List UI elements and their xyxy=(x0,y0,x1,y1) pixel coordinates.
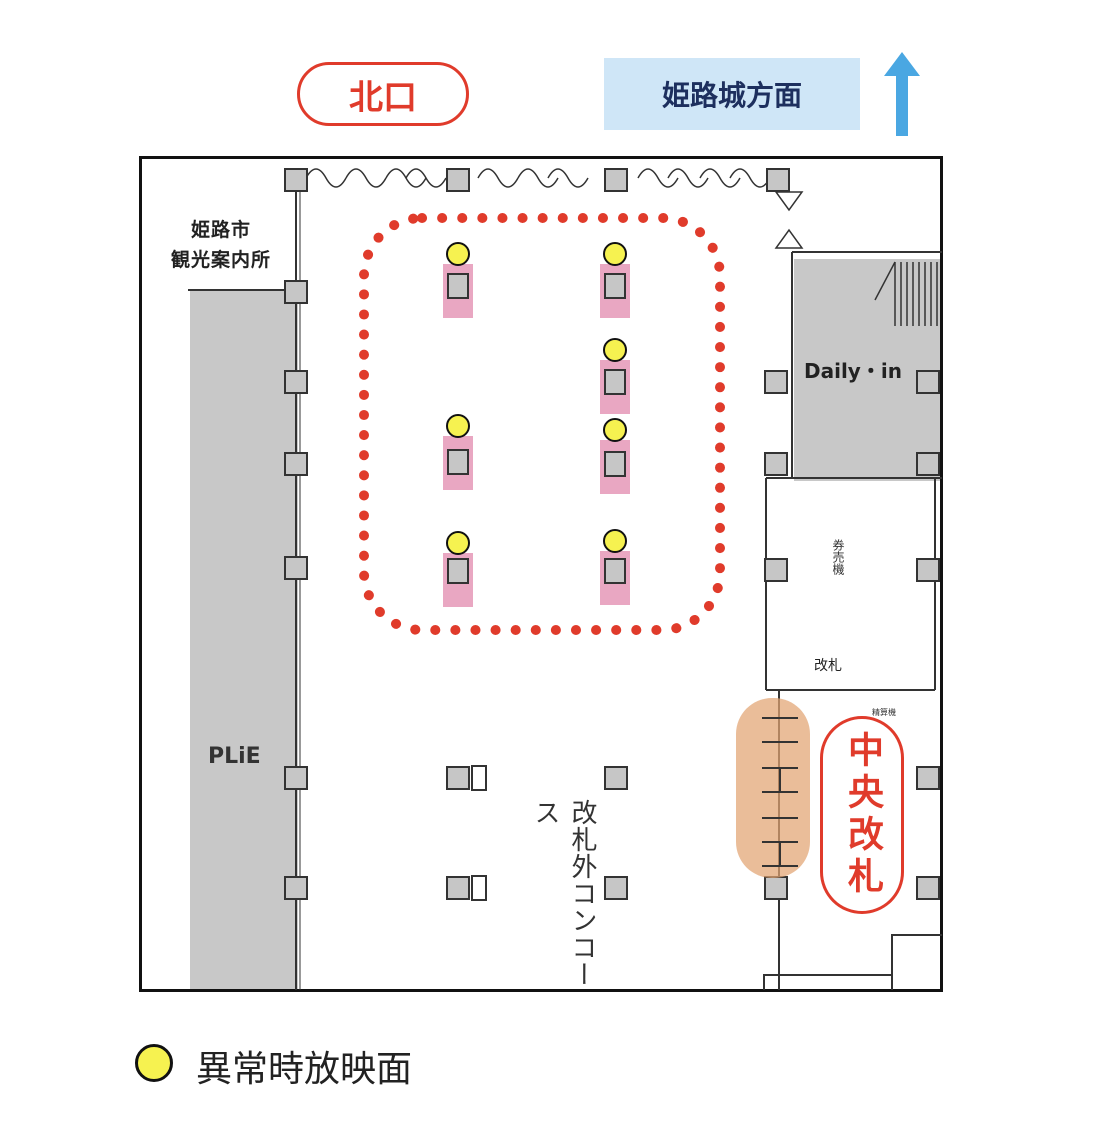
emergency-screen-dot xyxy=(603,418,627,442)
emergency-screen-zone xyxy=(359,213,725,635)
pillar xyxy=(284,766,308,790)
emergency-screen-dot xyxy=(603,338,627,362)
pillar xyxy=(916,452,940,476)
pillar xyxy=(284,168,308,192)
pillar xyxy=(284,452,308,476)
emergency-screen-dot xyxy=(446,242,470,266)
bottom-right-wall xyxy=(891,934,942,990)
pillar xyxy=(764,558,788,582)
stairs-icon xyxy=(874,261,938,326)
pillar xyxy=(446,876,470,900)
emergency-screen-dot xyxy=(446,531,470,555)
screen-marker xyxy=(600,529,630,605)
pillar xyxy=(916,766,940,790)
emergency-screen-dot xyxy=(446,414,470,438)
pillar xyxy=(284,876,308,900)
pillar xyxy=(764,370,788,394)
sign-box xyxy=(471,875,487,901)
daily-in-label: Daily・in xyxy=(804,359,902,383)
pillar xyxy=(916,558,940,582)
pillar xyxy=(284,556,308,580)
pillar xyxy=(284,370,308,394)
pillar xyxy=(766,168,790,192)
screen-marker xyxy=(443,414,473,490)
concourse-label: 改札外コンコース xyxy=(530,799,597,988)
plie-area xyxy=(190,173,298,989)
fare-adjust-label: 精算機 xyxy=(872,708,896,717)
entrance-doors xyxy=(305,168,804,249)
central-gate-area xyxy=(736,698,810,878)
central-gate-label: 中央改札 xyxy=(842,731,883,899)
tourist-office-line-2: 観光案内所 xyxy=(170,249,271,271)
bottom-right-wall-2 xyxy=(763,974,892,990)
floor-map: 姫路市 観光案内所 PLiE Daily・in 改札外コンコース 券売機 改札 … xyxy=(139,156,943,992)
tourist-office-label: 姫路市 観光案内所 xyxy=(156,215,286,275)
pillar xyxy=(604,766,628,790)
plie-label: PLiE xyxy=(208,744,261,769)
tourist-office-line-1: 姫路市 xyxy=(190,219,251,241)
central-gate-badge: 中央改札 xyxy=(820,716,904,914)
screen-marker xyxy=(443,531,473,607)
north-arrow-icon xyxy=(884,52,920,136)
pillar xyxy=(446,168,470,192)
ticket-vending-label: 券売機 xyxy=(831,539,845,575)
pillar xyxy=(604,168,628,192)
pillar xyxy=(916,370,940,394)
emergency-screen-dot xyxy=(603,529,627,553)
legend-marker-icon xyxy=(135,1044,173,1082)
emergency-screen-dot xyxy=(603,242,627,266)
screen-marker xyxy=(600,242,630,318)
direction-label: 姫路城方面 xyxy=(661,79,802,112)
pillar xyxy=(916,876,940,900)
legend-label: 異常時放映面 xyxy=(196,1049,413,1090)
pillar xyxy=(764,452,788,476)
pillar xyxy=(446,766,470,790)
north-exit-badge: 北口 xyxy=(297,62,469,126)
sign-box xyxy=(471,765,487,791)
pillar xyxy=(284,280,308,304)
screen-marker xyxy=(600,338,630,414)
tourist-information-office xyxy=(142,159,298,289)
ticket-gate-label: 改札 xyxy=(814,658,842,674)
north-exit-label: 北口 xyxy=(349,77,417,118)
screen-marker xyxy=(443,242,473,318)
himeji-castle-direction-box: 姫路城方面 xyxy=(604,58,860,130)
screen-marker xyxy=(600,418,630,494)
pillar xyxy=(604,876,628,900)
daily-in-store xyxy=(794,259,940,481)
